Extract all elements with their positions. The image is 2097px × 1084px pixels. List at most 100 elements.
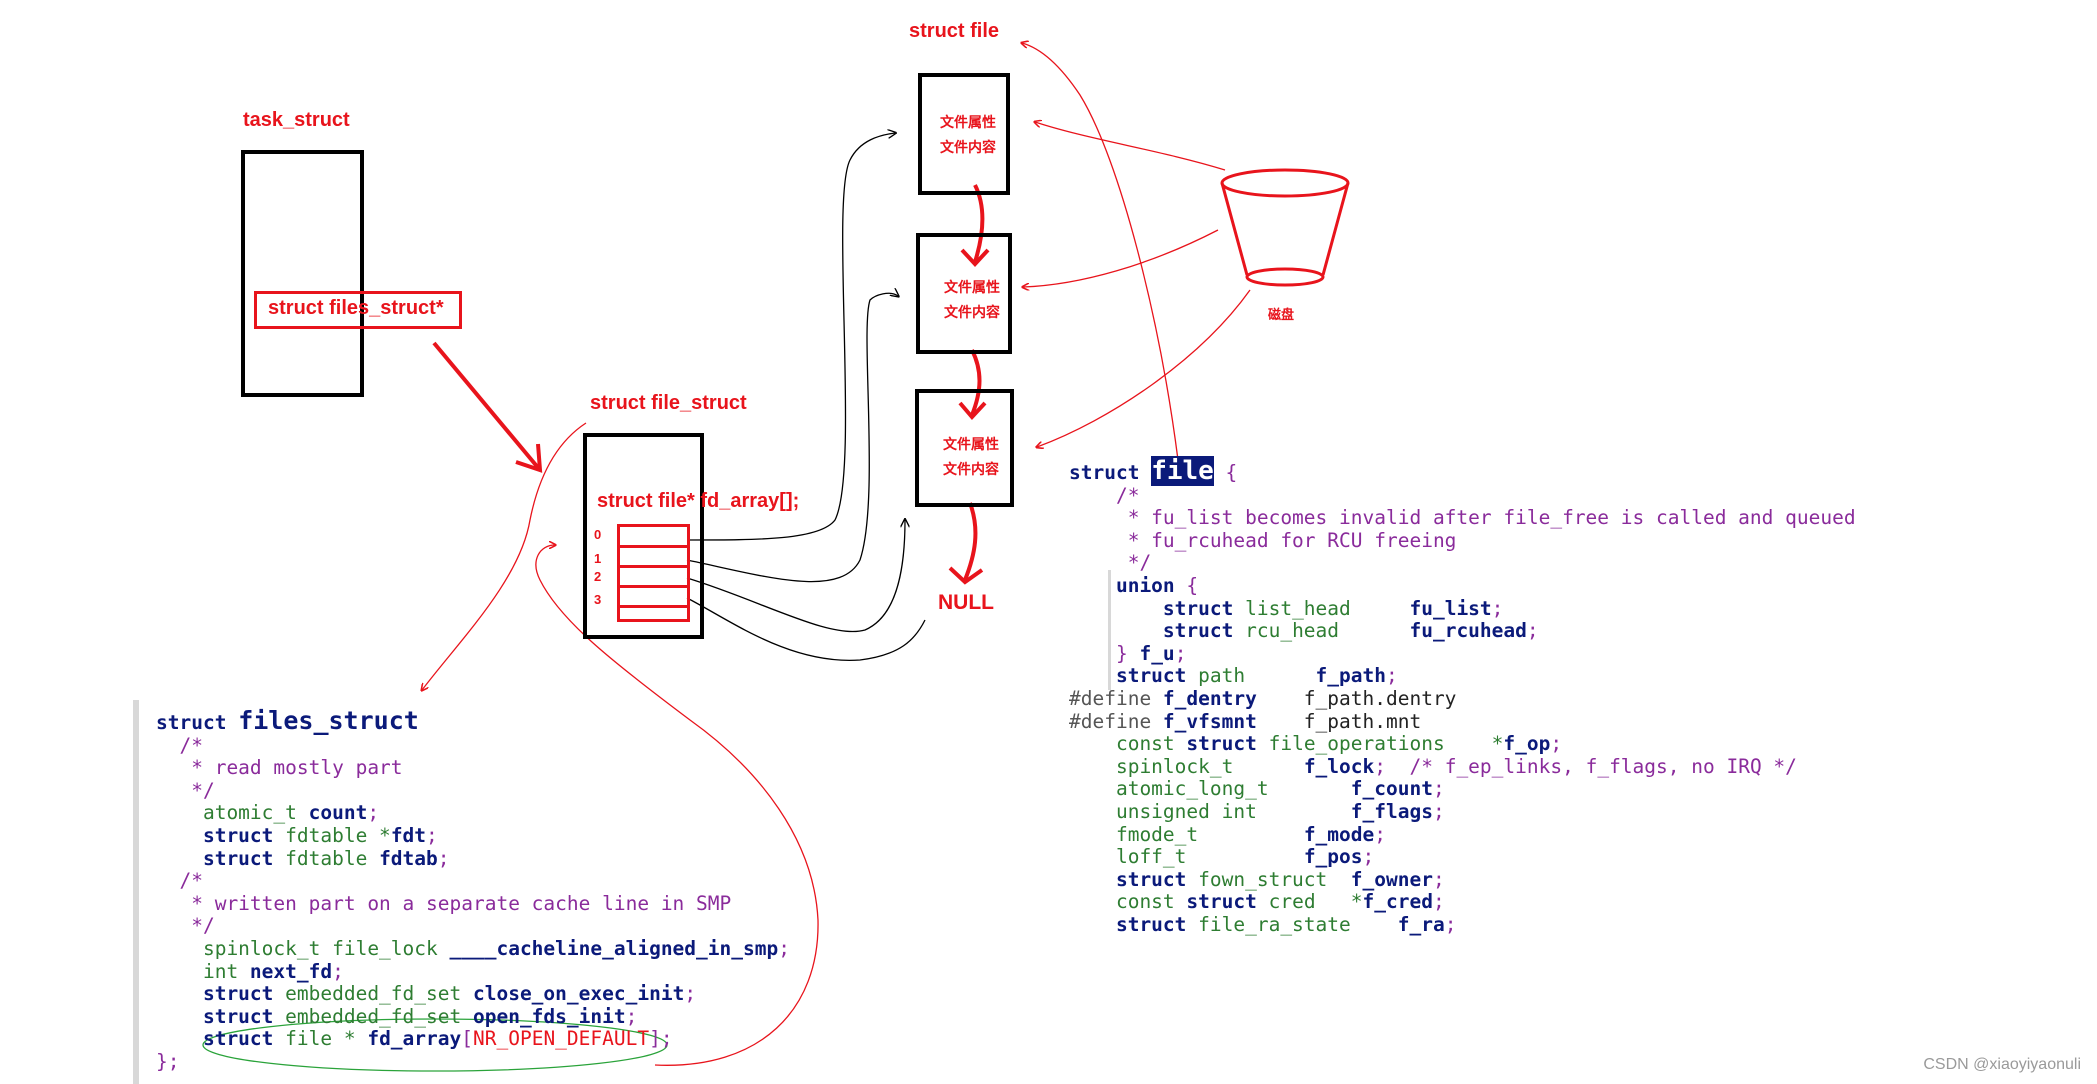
file-node-1-attr: 文件属性 xyxy=(940,114,996,130)
files-struct-code-line: struct files_struct xyxy=(156,708,790,735)
struct-file-code-line: fmode_t f_mode; xyxy=(1069,822,1856,847)
files-struct-code-token: fdt xyxy=(390,823,427,847)
struct-file-code-line: #define f_vfsmnt f_path.mnt xyxy=(1069,709,1856,734)
struct-file-code-line: /* xyxy=(1069,483,1856,508)
struct-file-code-token: struct xyxy=(1069,461,1152,484)
files-struct-code-token: * written part on a separate cache line … xyxy=(156,891,732,915)
fd-index-2: 2 xyxy=(594,569,602,584)
file-node-1 xyxy=(918,73,1010,195)
files-struct-code-token: struct xyxy=(156,1027,286,1051)
struct-file-code-token: ; /* f_ep_links, f_flags, no IRQ */ xyxy=(1374,754,1797,778)
struct-file-code-token: const xyxy=(1069,732,1187,756)
struct-file-code-token: f_count xyxy=(1350,777,1433,801)
struct-file-code-token: spinlock_t xyxy=(1069,754,1304,778)
struct-file-code-token: ; xyxy=(1491,596,1504,620)
struct-file-code-token: f_vfsmnt xyxy=(1162,709,1257,733)
struct-file-code-token: ; xyxy=(1432,867,1445,891)
struct-file-code-token: ; xyxy=(1432,777,1445,801)
struct-file-code-token: */ xyxy=(1069,551,1152,575)
files-struct-code-token: ; xyxy=(625,1004,638,1028)
struct-file-code-token: struct xyxy=(1069,619,1246,643)
struct-file-code-token: const xyxy=(1069,890,1187,914)
struct-file-code-line: struct rcu_head fu_rcuhead; xyxy=(1069,619,1856,643)
file-node-3 xyxy=(915,389,1014,507)
fd-index-0: 0 xyxy=(594,527,602,542)
files-struct-code-token: atomic_t xyxy=(156,801,309,825)
files-struct-code-token: int xyxy=(156,959,250,983)
files-struct-code-token: */ xyxy=(156,914,215,938)
struct-file-code-line: struct list_head fu_list; xyxy=(1069,596,1856,621)
files-struct-code-token: ; xyxy=(684,982,697,1006)
watermark: CSDN @xiaoyiyaonuli xyxy=(1923,1056,2081,1073)
struct-file-code-token: struct xyxy=(1069,596,1246,620)
struct-file-code-token: f_pos xyxy=(1303,845,1363,869)
struct-file-code-token: ; xyxy=(1174,641,1187,665)
struct-file-label: struct file xyxy=(909,20,1000,42)
file-node-2-content: 文件内容 xyxy=(944,304,1000,320)
files-struct-code-token: files_struct xyxy=(238,706,419,735)
struct-file-code-token: f_path.dentry xyxy=(1256,686,1457,710)
files-struct-code-token: ; xyxy=(332,959,344,983)
struct-file-code-token: /* xyxy=(1069,483,1140,507)
fd-index-3: 3 xyxy=(594,592,602,607)
disk-icon xyxy=(1220,168,1350,287)
file-node-3-content: 文件内容 xyxy=(943,461,999,477)
task-struct-box xyxy=(241,150,364,397)
files-struct-code-token: struct xyxy=(156,846,286,870)
struct-file-code-token: { xyxy=(1186,573,1199,597)
struct-file-code-token: file xyxy=(1151,456,1214,486)
struct-file-code-token: loff_t xyxy=(1069,845,1304,869)
struct-file-code-token: fu_rcuhead xyxy=(1409,619,1527,643)
struct-file-code-token: unsigned int xyxy=(1069,799,1351,823)
struct-file-code-line: atomic_long_t f_count; xyxy=(1069,778,1856,801)
files-struct-ptr-label: struct files_struct* xyxy=(268,297,444,319)
files-struct-ptr-box xyxy=(254,291,462,329)
files-struct-code-token: next_fd xyxy=(249,959,333,983)
struct-file-code-token: f_path xyxy=(1315,664,1386,688)
highlight-ellipse xyxy=(202,1018,668,1072)
struct-file-code-line: unsigned int f_flags; xyxy=(1069,799,1856,824)
struct-file-code-token: list_head xyxy=(1245,596,1410,620)
files-struct-code-token: * read mostly part xyxy=(156,756,403,780)
files-struct-code-line: /* xyxy=(156,733,790,758)
files-struct-code-token: close_on_exec_init xyxy=(472,982,685,1006)
fd-links xyxy=(686,133,926,661)
struct-file-code-token: ; xyxy=(1444,912,1457,936)
files-struct-code-token: embedded_fd_set xyxy=(285,1004,473,1028)
struct-file-code-token: fmode_t xyxy=(1069,822,1304,846)
struct-file-code-token: ; xyxy=(1526,619,1539,643)
files-struct-code-line: atomic_t count; xyxy=(156,802,790,825)
struct-file-code-token: ; xyxy=(1550,732,1563,756)
files-struct-code-line: struct embedded_fd_set close_on_exec_ini… xyxy=(156,982,790,1006)
struct-file-code-token: f_path.mnt xyxy=(1256,709,1422,733)
struct-file-code-token: } xyxy=(1069,641,1140,665)
fd-array-label: struct file* fd_array[]; xyxy=(597,490,800,512)
files-struct-code-token: struct xyxy=(156,711,239,734)
files-struct-code-token: fdtab xyxy=(379,846,438,870)
struct-file-code-token: ; xyxy=(1374,822,1387,846)
null-label: NULL xyxy=(938,591,994,614)
files-struct-code-token: /* xyxy=(156,733,203,757)
files-struct-code-token: struct xyxy=(156,1004,286,1028)
struct-file-code-token: struct xyxy=(1069,664,1199,688)
files-struct-code-token: ; xyxy=(437,846,450,870)
arrow-task-to-files xyxy=(432,341,543,473)
annotation-curves xyxy=(422,43,1179,1066)
task-struct-label: task_struct xyxy=(243,109,350,131)
file-chain-arrows xyxy=(948,184,990,585)
struct-file-code-line: const struct file_operations *f_op; xyxy=(1069,732,1856,756)
struct-file-code-token: { xyxy=(1213,461,1238,484)
struct-file-code-token: struct xyxy=(1186,890,1269,914)
files-struct-code-line: }; xyxy=(156,1050,790,1074)
struct-file-code-token: f_flags xyxy=(1350,799,1433,823)
files-struct-code-token: fd_array xyxy=(367,1027,462,1051)
files-struct-code-token: ____cacheline_aligned_in_smp xyxy=(449,936,779,960)
files-struct-code-token: ; xyxy=(426,823,438,847)
struct-file-code-token: cred * xyxy=(1268,890,1363,914)
struct-file-code-token: ; xyxy=(1432,890,1445,914)
files-struct-code-token: NR_OPEN_DEFAULT xyxy=(473,1027,650,1051)
file-node-3-attr: 文件属性 xyxy=(943,436,999,452)
files-struct-code-token: file * xyxy=(285,1027,368,1051)
code-right-gutter xyxy=(1108,570,1111,690)
files-struct-code-line: spinlock_t file_lock ____cacheline_align… xyxy=(156,936,790,961)
